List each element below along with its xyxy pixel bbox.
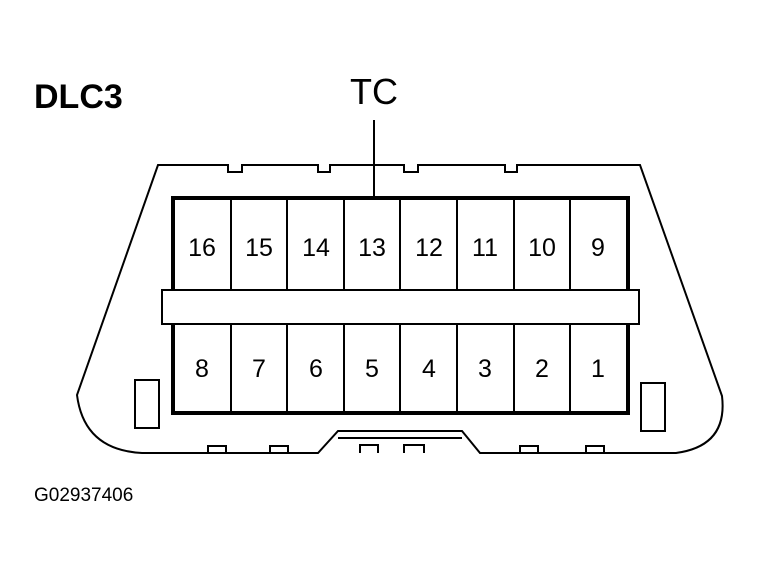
right-latch-slot	[640, 382, 666, 432]
pin-7-label: 7	[252, 355, 266, 383]
pin-13-label: 13	[358, 234, 386, 262]
pin-2-label: 2	[535, 355, 549, 383]
tc-callout-label: TC	[350, 71, 398, 112]
diagram-title: DLC3	[34, 78, 123, 116]
pin-15-label: 15	[245, 234, 273, 262]
pin-16-label: 16	[188, 234, 216, 262]
figure-id: G02937406	[34, 485, 133, 506]
bottom-pin-row: 8 7 6 5 4 3 2 1	[195, 324, 605, 413]
left-latch-slot	[134, 379, 160, 429]
pin-11-label: 11	[472, 234, 498, 262]
pin-6-label: 6	[309, 355, 323, 383]
pin-14-label: 14	[302, 234, 330, 262]
pin-5-label: 5	[365, 355, 379, 383]
pin-8-label: 8	[195, 355, 209, 383]
pin-4-label: 4	[422, 355, 436, 383]
center-divider-bar	[161, 289, 640, 325]
connector-shell	[75, 164, 724, 454]
pin-3-label: 3	[478, 355, 492, 383]
pin-1-label: 1	[591, 355, 605, 383]
pin-12-label: 12	[415, 234, 443, 262]
pin-9-label: 9	[591, 234, 605, 262]
pin-10-label: 10	[528, 234, 556, 262]
key-tab-notches	[207, 437, 605, 453]
top-pin-row: 16 15 14 13 12 11 10 9	[188, 198, 605, 290]
